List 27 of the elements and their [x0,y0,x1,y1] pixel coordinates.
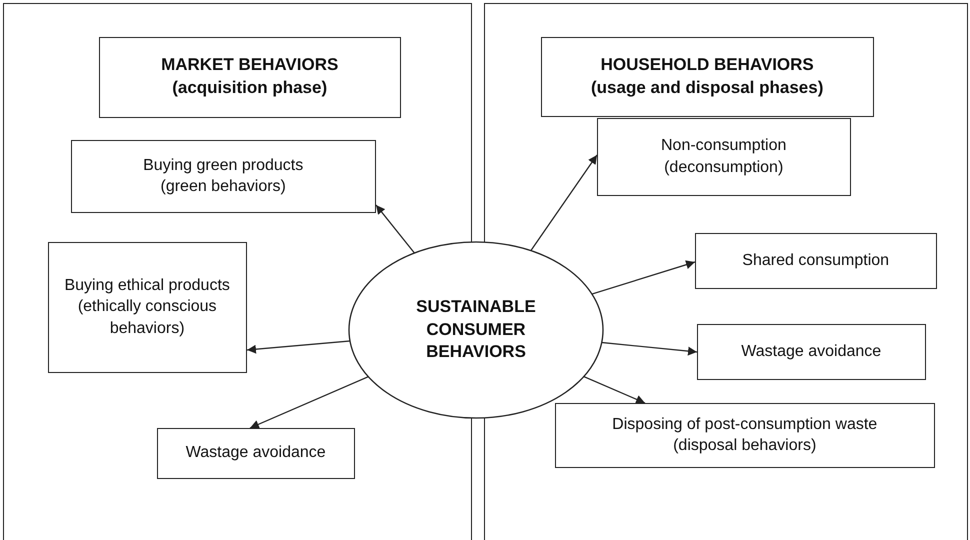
behavior-box [696,324,926,380]
arrow [602,342,698,356]
behavior-box [694,232,937,289]
behavior-label: Wastage avoidance [186,443,326,464]
behavior-box [48,242,247,373]
arrow [584,376,646,404]
behavior-label: Wastage avoidance [741,342,882,362]
behavior-label: Shared consumption [742,250,890,271]
header-text: MARKET BEHAVIORS (acquisition phase) [160,54,340,100]
arrow [530,154,598,251]
behavior-box [554,402,935,468]
behavior-label: Buying green products (green behaviors) [142,156,304,198]
behavior-box [156,428,355,479]
header-text: HOUSEHOLD BEHAVIORS (usage and disposal phases) [590,54,824,99]
behavior-label: Non-consumption (deconsumption) [660,136,788,178]
central-ellipse [349,242,603,418]
center-label: SUSTAINABLE CONSUMER BEHAVIORS [415,296,537,364]
behavior-label: Disposing of post-consumption waste (disposal behaviors) [611,414,878,456]
behavior-box [70,140,376,213]
arrow [376,204,415,254]
arrow [250,376,369,429]
header-box [540,36,874,117]
behavior-box [596,118,851,196]
behavior-label: Buying ethical products (ethically conscious behaviors) [63,276,231,339]
arrow [246,340,350,354]
header-box [98,36,401,118]
arrow [592,260,696,295]
